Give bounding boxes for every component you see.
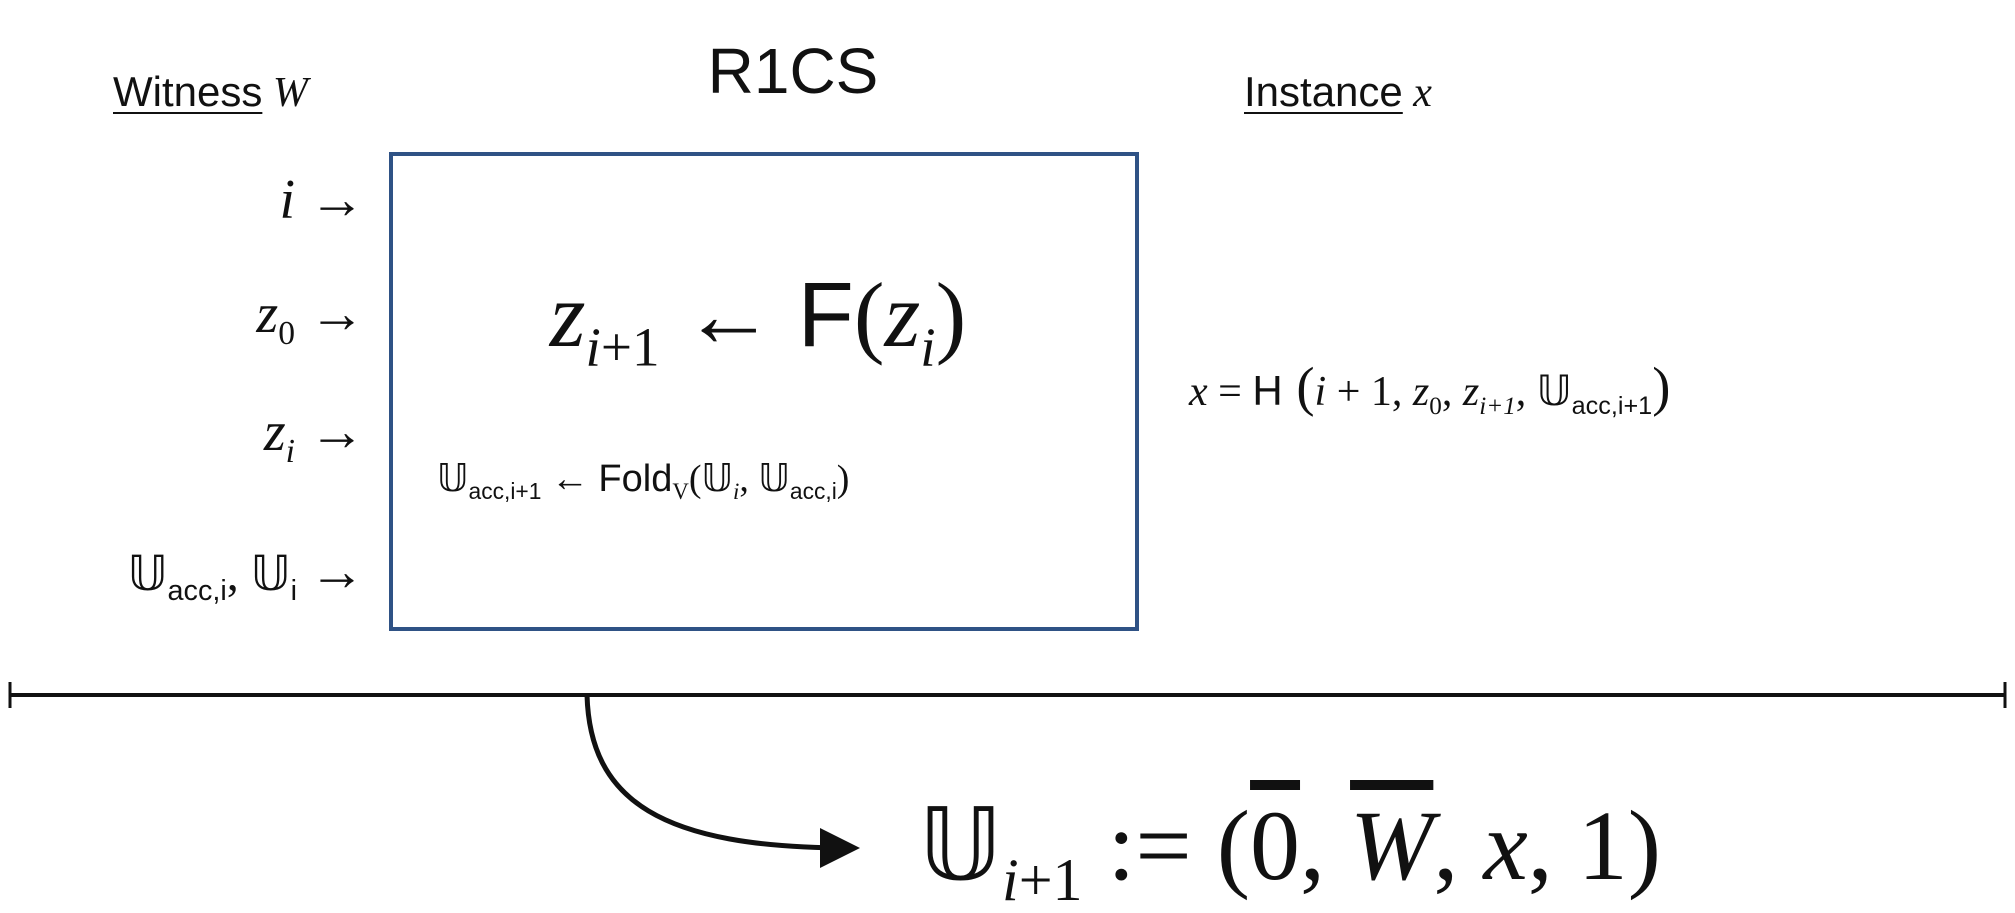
input-z0: z0 →	[256, 282, 365, 350]
input-u-acc-u-i: 𝕌acc,i, 𝕌i →	[127, 540, 365, 608]
input-subscript: i	[285, 432, 295, 470]
step-function: F	[797, 264, 854, 366]
instance-symbol: x	[1413, 70, 1432, 116]
term-z0: z	[1412, 369, 1430, 415]
arrow-right-icon: →	[309, 541, 365, 603]
input-symbol: 𝕌	[127, 546, 168, 602]
left-arrow-icon: ←	[541, 458, 599, 500]
input-zi: zi →	[263, 400, 365, 468]
assign-sign: :=	[1082, 790, 1217, 901]
sub: 0	[1429, 392, 1442, 420]
separator: ,	[226, 548, 251, 601]
paren: (	[688, 458, 702, 500]
paren: (	[1216, 790, 1251, 901]
paren: (	[1282, 356, 1315, 417]
paren: )	[935, 264, 967, 366]
eq-x: x	[1189, 369, 1208, 415]
arrow-right-icon: →	[309, 169, 365, 231]
comma: ,	[1441, 369, 1463, 415]
fold-equation: 𝕌acc,i+1 ← FoldV(𝕌i, 𝕌acc,i)	[437, 456, 850, 504]
step-arg: z	[884, 264, 921, 366]
fold-arg1: 𝕌	[701, 456, 734, 500]
arrow-right-icon: →	[309, 401, 365, 463]
witness-label: Witness	[113, 68, 263, 115]
input-symbol: z	[256, 283, 279, 345]
step-lhs: z	[549, 264, 586, 366]
left-arrow-icon: ←	[659, 264, 798, 366]
result-lhs: 𝕌	[919, 786, 1003, 903]
term-zi1: z	[1462, 369, 1480, 415]
r1cs-box	[389, 152, 1139, 631]
input-subscript: i	[290, 575, 297, 608]
arrow-right-icon: →	[309, 283, 365, 345]
hash-function: H	[1252, 367, 1283, 414]
input-symbol: z	[263, 401, 286, 463]
fold-arg1-sub: i	[733, 478, 740, 504]
eq-sign: =	[1207, 369, 1253, 415]
term-plus-one: + 1,	[1326, 369, 1413, 415]
instance-header: Instance x	[1244, 68, 1432, 117]
witness-symbol: W	[272, 70, 308, 116]
comma: ,	[739, 458, 759, 500]
comma: ,	[1515, 369, 1537, 415]
step-equation: zi+1 ← F(zi)	[549, 264, 967, 378]
r1cs-title: R1CS	[707, 35, 879, 107]
paren: )	[836, 458, 850, 500]
comma: ,	[1433, 790, 1484, 901]
comma: ,	[1527, 790, 1578, 901]
input-symbol: i	[279, 169, 295, 231]
paren: )	[1652, 356, 1671, 417]
result-w-bar: W	[1350, 790, 1434, 901]
input-i: i →	[279, 168, 365, 232]
sub: acc,i+1	[1571, 391, 1653, 420]
result-zero-bar: 0	[1250, 790, 1301, 901]
step-arg-sub: i	[920, 316, 936, 378]
paren: )	[1627, 790, 1662, 901]
input-subscript: 0	[278, 314, 295, 352]
curved-arrow-icon	[584, 694, 860, 868]
paren: (	[853, 264, 885, 366]
instance-equation: x = H (i + 1, z0, zi+1, 𝕌acc,i+1)	[1189, 355, 1671, 420]
divider-line	[8, 682, 2007, 708]
result-equation: 𝕌i+1 := (0, W, x, 1)	[919, 786, 1662, 913]
fold-lhs-sub: acc,i+1	[468, 477, 542, 504]
fold-arg2-sub: acc,i	[789, 477, 837, 504]
fold-arg2: 𝕌	[758, 456, 790, 500]
input-subscript: acc,i	[167, 575, 227, 608]
fold-function-sub: V	[672, 478, 689, 504]
comma: ,	[1300, 790, 1351, 901]
sub: i+1	[1479, 392, 1516, 420]
term-u-acc: 𝕌	[1536, 366, 1572, 415]
result-x: x	[1483, 790, 1528, 901]
witness-header: Witness W	[113, 68, 308, 117]
fold-function: Fold	[598, 458, 673, 500]
term-i: i	[1314, 369, 1327, 415]
input-symbol: 𝕌	[250, 546, 291, 602]
instance-label: Instance	[1244, 68, 1403, 115]
result-one: 1	[1577, 790, 1628, 901]
fold-lhs: 𝕌	[437, 456, 469, 500]
